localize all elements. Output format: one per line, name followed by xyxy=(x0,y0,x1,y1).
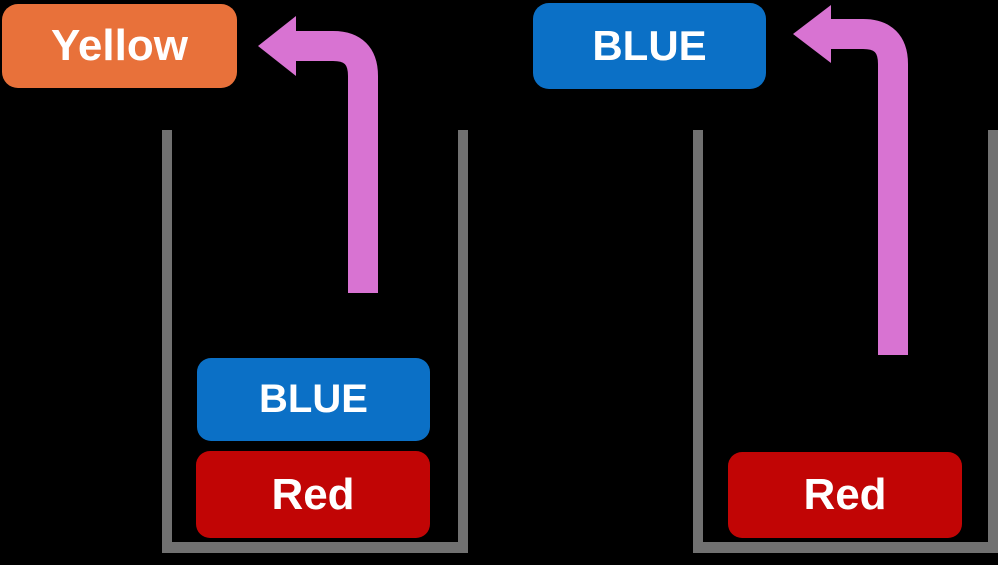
left-pop-arrow-head xyxy=(258,16,296,76)
left-stack-container xyxy=(162,130,468,553)
right-pop-arrow-head xyxy=(793,5,831,63)
popped-label-blue: BLUE xyxy=(533,3,766,89)
popped-label-yellow: Yellow xyxy=(2,4,237,88)
left-stack-block-red: Red xyxy=(196,451,430,538)
right-stack-block-red: Red xyxy=(728,452,962,538)
right-stack-container xyxy=(693,130,998,553)
left-stack-block-blue: BLUE xyxy=(197,358,430,441)
